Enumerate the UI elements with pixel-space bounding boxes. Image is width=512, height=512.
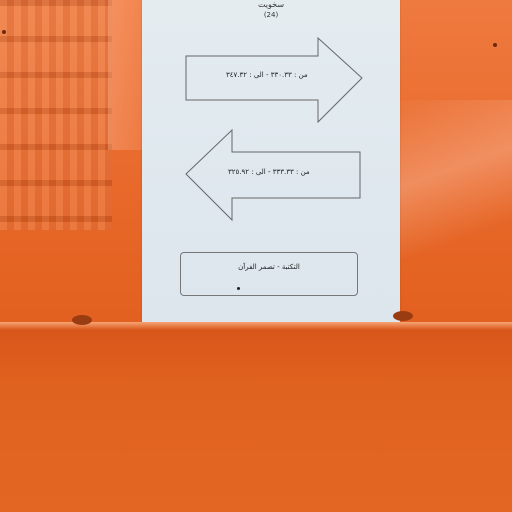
orange-wall [0,330,512,512]
arrow-left-label: من : ٣٣٣.٣٣ - الى : ٣٢٥.٩٢ [228,168,310,176]
signature-text: التكتبة - تصمر الفرآن [238,263,300,271]
notice-number: (24) [263,11,279,19]
glass-glare [380,100,512,260]
board-ledge [0,322,512,330]
arrow-right-label: من : ٣٣٠.٣٣ - الى : ٣٤٧.٣٢ [226,71,308,79]
signature-mark [237,287,240,290]
signature-box: التكتبة - تصمر الفرآن [180,252,358,296]
mounting-pin [393,311,413,321]
arrow-left-icon [185,128,361,222]
board-dot [2,30,6,34]
arrow-right-icon [185,36,363,124]
notice-title: سخويت [257,0,285,9]
bookshelf-reflection [0,0,112,230]
mounting-pin [72,315,92,325]
board-dot [493,43,497,47]
